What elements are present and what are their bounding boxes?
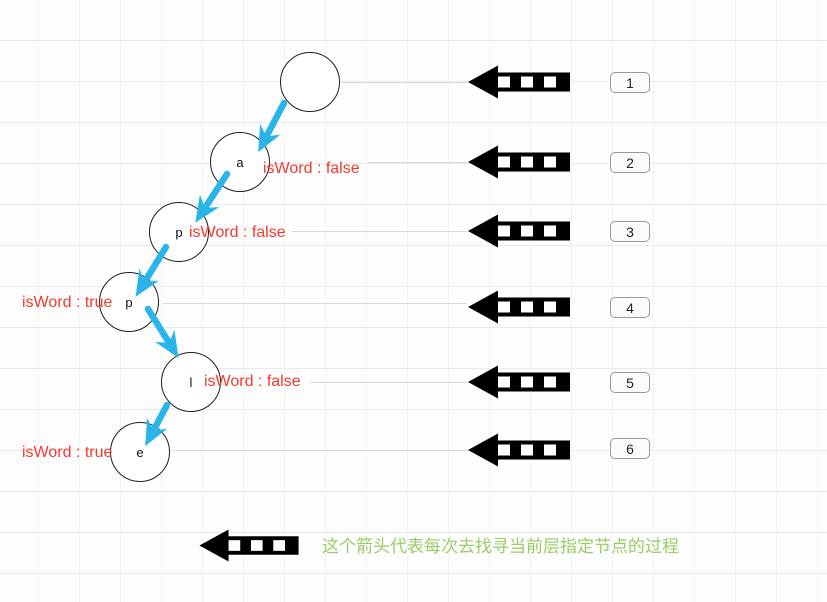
step-number-badge: 6 xyxy=(610,438,650,459)
isword-label-p2: isWord : true xyxy=(22,294,113,311)
trie-node-root xyxy=(280,52,340,112)
striped-left-arrow-icon xyxy=(467,432,570,468)
cyan-arrow-root-to-a xyxy=(258,99,288,153)
trie-node-l: l xyxy=(161,352,221,412)
node-letter: p xyxy=(125,294,133,310)
isword-label-a: isWord : false xyxy=(263,160,360,177)
step-number-badge: 4 xyxy=(610,297,650,318)
node-letter: e xyxy=(136,444,144,460)
legend-striped-left-arrow-icon xyxy=(197,528,300,563)
isword-label-l: isWord : false xyxy=(204,373,301,390)
isword-label-p1: isWord : false xyxy=(189,224,286,241)
striped-left-arrow-icon xyxy=(467,364,570,400)
step-number-badge: 5 xyxy=(610,372,650,393)
node-letter: l xyxy=(189,374,193,390)
row-connector-line xyxy=(342,82,467,83)
row-connector-line xyxy=(368,162,467,163)
striped-left-arrow-icon xyxy=(467,64,570,100)
legend-caption: 这个箭头代表每次去找寻当前层指定节点的过程 xyxy=(322,537,679,556)
node-letter: p xyxy=(175,224,183,240)
step-number-badge: 3 xyxy=(610,221,650,242)
row-connector-line xyxy=(292,231,467,232)
step-number-badge: 2 xyxy=(610,152,650,173)
step-number-badge: 1 xyxy=(610,72,650,93)
trie-node-e: e xyxy=(110,422,170,482)
node-letter: a xyxy=(236,154,244,170)
row-connector-line xyxy=(310,382,467,383)
striped-left-arrow-icon xyxy=(467,213,570,249)
isword-label-e: isWord : true xyxy=(22,444,113,461)
row-connector-line xyxy=(163,303,467,304)
striped-left-arrow-icon xyxy=(467,289,570,325)
trie-node-a: a xyxy=(210,132,270,192)
striped-left-arrow-icon xyxy=(467,144,570,180)
row-connector-line xyxy=(175,450,467,451)
